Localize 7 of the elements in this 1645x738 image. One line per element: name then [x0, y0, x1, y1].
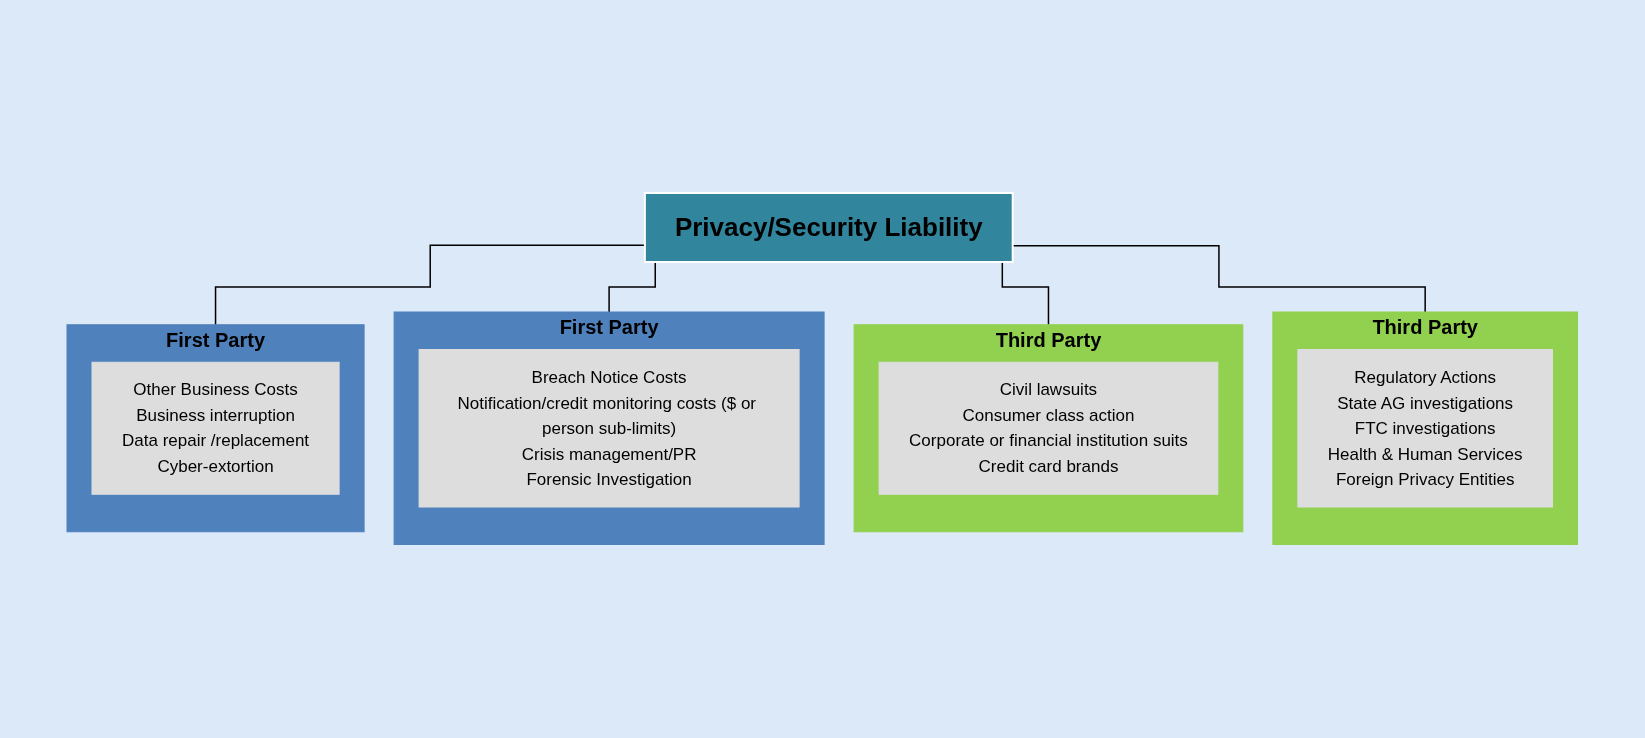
node-box: Breach Notice Costs Notification/credit monitoring costs ($ or person sub-limits) Crisis management/PR Forensic Investigation [418, 349, 800, 508]
node-box: Civil lawsuits Consumer class action Corporate or financial institution suits Credit card brands [878, 362, 1219, 495]
node-box: Privacy/Security Liability [644, 192, 1014, 264]
connector [215, 244, 646, 326]
node-box: Other Business Costs Business interruption Data repair /replacement Cyber-extortion [91, 362, 340, 495]
node-box: Regulatory Actions State AG investigations FTC investigations Health & Human Services Foreign Privacy Entities [1297, 349, 1554, 508]
connector [1012, 245, 1427, 313]
